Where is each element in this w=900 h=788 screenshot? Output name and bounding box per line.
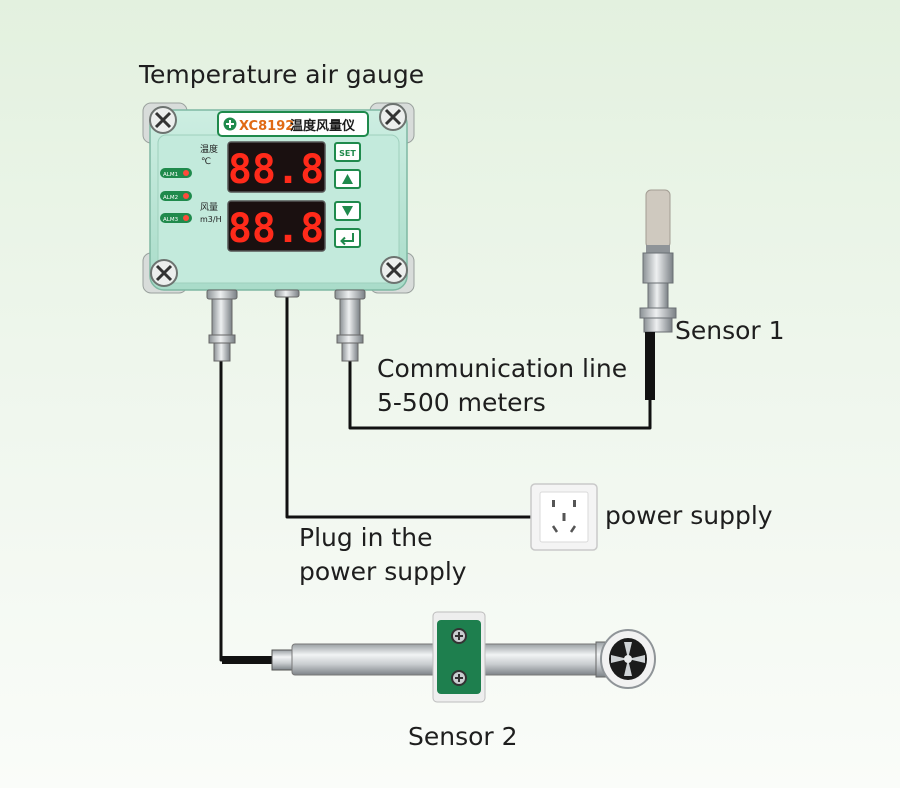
enter-arrow-icon [340,233,354,246]
svg-text:88.8: 88.8 [228,147,324,193]
flow-label: 风量 [200,202,218,213]
right-connector [334,289,366,362]
sensor-1-label: Sensor 1 [675,316,785,345]
device-name: 温度风量仪 [290,118,356,134]
plug-in-label-line1: Plug in the [299,523,433,552]
cables [219,295,652,662]
gauge-title: Temperature air gauge [139,60,425,89]
communication-distance-label: 5-500 meters [377,388,546,417]
svg-text:SET: SET [339,149,356,158]
temperature-air-gauge: XC8192 温度风量仪 温度 ℃ 风量 m3/H ALM1 ALM2 ALM3… [142,102,415,362]
temperature-display: 88.8 [227,141,326,193]
screw-icon [150,259,178,287]
model-number: XC8192 [239,119,294,134]
communication-cable [348,360,652,430]
power-outlet [530,483,598,551]
power-cable [285,295,532,519]
impeller-icon [611,642,645,676]
sensor-2-label: Sensor 2 [408,722,518,751]
svg-text:ALM3: ALM3 [163,217,179,223]
brand-logo-icon [223,117,237,131]
sensor2-cable [219,360,275,662]
down-button[interactable] [334,201,361,221]
power-supply-label: power supply [605,501,773,530]
socket-icon [551,500,577,533]
sensor-1-probe [639,189,677,400]
alarm-indicator-3: ALM3 [160,213,192,223]
svg-text:ALM2: ALM2 [163,195,178,201]
sensor-2-probe [222,611,656,703]
svg-text:88.8: 88.8 [228,206,324,252]
set-button[interactable]: SET [334,142,361,162]
screw-icon [149,106,177,134]
screw-icon [380,256,408,284]
airflow-display: 88.8 [227,200,326,252]
enter-button[interactable] [334,228,361,248]
temp-label: 温度 [200,143,218,155]
triangle-down-icon [342,206,353,216]
flow-unit: m3/H [200,215,222,224]
up-button[interactable] [334,169,361,189]
plug-in-label-line2: power supply [299,557,467,586]
alarm-indicator-1: ALM1 [160,168,192,178]
temp-unit: ℃ [201,157,211,167]
brand-header: XC8192 温度风量仪 [217,111,369,137]
alarm-indicator-2: ALM2 [160,191,192,201]
svg-text:ALM1: ALM1 [163,172,178,178]
screw-icon [379,103,407,131]
power-connector [274,289,300,298]
left-connector [206,289,238,362]
triangle-up-icon [342,174,353,184]
communication-line-label: Communication line [377,354,628,383]
